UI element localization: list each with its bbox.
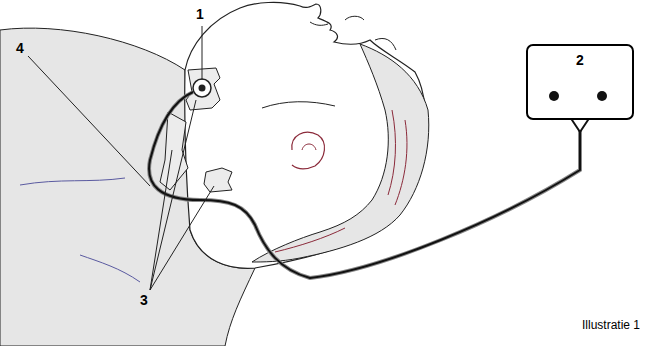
figure-caption: Illustratie 1: [582, 318, 640, 332]
device-box: 2: [526, 44, 634, 120]
callout-number: 4: [16, 40, 24, 56]
callout-number: 1: [196, 6, 204, 22]
callout-number: 3: [140, 292, 148, 308]
callout-number: 2: [528, 52, 632, 68]
